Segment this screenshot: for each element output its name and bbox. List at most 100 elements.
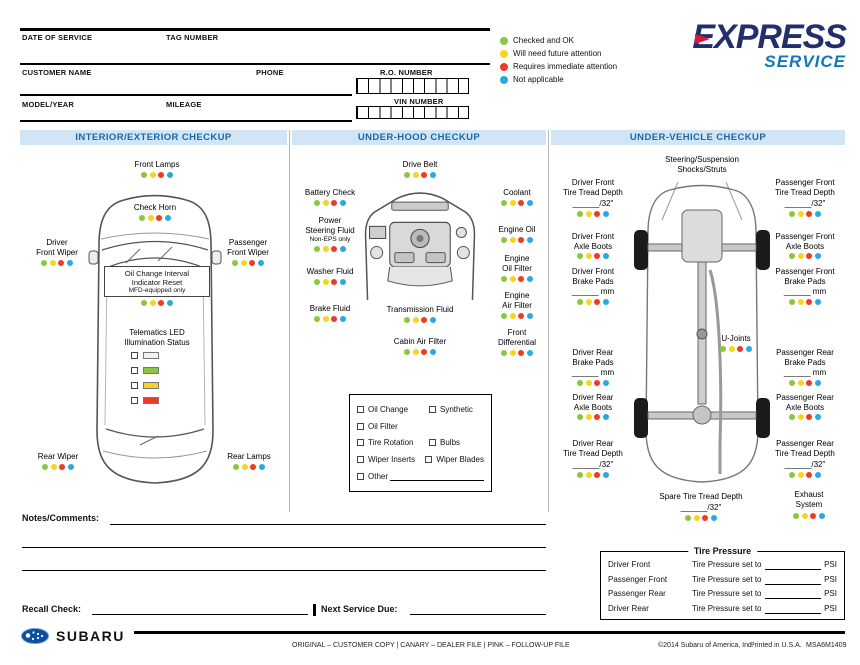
status-dot-immediate-attention[interactable] (331, 246, 338, 252)
status-dot-not-applicable[interactable] (745, 346, 752, 352)
status-dot-checked-ok[interactable] (233, 464, 240, 470)
status-dot-future-attention[interactable] (412, 349, 419, 355)
telematics-checkbox-2[interactable] (131, 367, 138, 374)
status-dot-future-attention[interactable] (147, 215, 154, 221)
status-dot-future-attention[interactable] (322, 200, 329, 206)
status-dot-checked-ok[interactable] (793, 513, 800, 519)
input-passenger-rear-brake[interactable]: ______ mm (783, 368, 827, 377)
status-dot-not-applicable[interactable] (602, 299, 609, 305)
input-passenger-rear-tread[interactable]: ______/32" (784, 460, 826, 469)
status-dot-immediate-attention[interactable] (518, 350, 525, 356)
status-dot-checked-ok[interactable] (789, 414, 796, 420)
status-dot-not-applicable[interactable] (818, 513, 825, 519)
status-dot-future-attention[interactable] (322, 316, 329, 322)
checkbox-other[interactable] (357, 473, 364, 481)
status-dot-future-attention[interactable] (322, 279, 329, 285)
status-dot-immediate-attention[interactable] (806, 472, 813, 478)
checkbox-bulbs[interactable] (429, 439, 436, 447)
checkbox-oil-filter[interactable] (357, 422, 364, 430)
status-dot-checked-ok[interactable] (577, 380, 584, 386)
status-dot-not-applicable[interactable] (66, 260, 73, 266)
status-dot-not-applicable[interactable] (526, 237, 533, 243)
status-dot-future-attention[interactable] (509, 200, 516, 206)
status-dot-checked-ok[interactable] (577, 472, 584, 478)
status-dot-future-attention[interactable] (585, 414, 592, 420)
ro-number-input-boxes[interactable] (356, 78, 469, 94)
status-dot-checked-ok[interactable] (577, 211, 584, 217)
status-dot-future-attention[interactable] (240, 260, 247, 266)
status-dot-checked-ok[interactable] (577, 299, 584, 305)
status-dot-future-attention[interactable] (797, 211, 804, 217)
status-dot-future-attention[interactable] (509, 350, 516, 356)
status-dot-checked-ok[interactable] (314, 246, 321, 252)
status-dot-checked-ok[interactable] (314, 279, 321, 285)
status-dot-future-attention[interactable] (322, 246, 329, 252)
tire-pressure-input-line[interactable] (764, 606, 822, 614)
status-dot-not-applicable[interactable] (257, 260, 264, 266)
status-dot-future-attention[interactable] (797, 253, 804, 259)
telematics-checkbox-3[interactable] (131, 382, 138, 389)
status-dot-checked-ok[interactable] (141, 172, 148, 178)
status-dot-future-attention[interactable] (412, 317, 419, 323)
status-dot-immediate-attention[interactable] (518, 313, 525, 319)
input-passenger-front-tread[interactable]: ______/32" (784, 199, 826, 208)
status-dot-immediate-attention[interactable] (331, 316, 338, 322)
status-dot-immediate-attention[interactable] (158, 300, 165, 306)
input-passenger-front-brake[interactable]: ______ mm (783, 287, 827, 296)
status-dot-checked-ok[interactable] (42, 464, 49, 470)
status-dot-not-applicable[interactable] (339, 246, 346, 252)
status-dot-future-attention[interactable] (585, 472, 592, 478)
status-dot-immediate-attention[interactable] (594, 253, 601, 259)
status-dot-immediate-attention[interactable] (806, 299, 813, 305)
status-dot-future-attention[interactable] (149, 300, 156, 306)
status-dot-future-attention[interactable] (797, 472, 804, 478)
status-dot-not-applicable[interactable] (166, 172, 173, 178)
status-dot-future-attention[interactable] (728, 346, 735, 352)
status-dot-checked-ok[interactable] (789, 299, 796, 305)
status-dot-not-applicable[interactable] (814, 380, 821, 386)
status-dot-not-applicable[interactable] (164, 215, 171, 221)
tire-pressure-input-line[interactable] (764, 577, 822, 585)
status-dot-future-attention[interactable] (797, 380, 804, 386)
recall-check-line[interactable] (92, 614, 308, 615)
status-dot-not-applicable[interactable] (258, 464, 265, 470)
other-input-line[interactable] (390, 472, 484, 482)
status-dot-checked-ok[interactable] (141, 300, 148, 306)
status-dot-checked-ok[interactable] (41, 260, 48, 266)
telematics-checkbox-1[interactable] (131, 352, 138, 359)
status-dot-immediate-attention[interactable] (331, 279, 338, 285)
status-dot-future-attention[interactable] (412, 172, 419, 178)
status-dot-immediate-attention[interactable] (59, 464, 66, 470)
input-driver-rear-tread[interactable]: ______/32" (572, 460, 614, 469)
status-dot-immediate-attention[interactable] (806, 211, 813, 217)
status-dot-immediate-attention[interactable] (331, 200, 338, 206)
status-dot-immediate-attention[interactable] (594, 299, 601, 305)
status-dot-immediate-attention[interactable] (156, 215, 163, 221)
status-dot-not-applicable[interactable] (429, 172, 436, 178)
status-dot-future-attention[interactable] (585, 211, 592, 217)
status-dot-not-applicable[interactable] (526, 200, 533, 206)
tire-pressure-input-line[interactable] (764, 591, 822, 600)
status-dot-immediate-attention[interactable] (594, 211, 601, 217)
status-dot-checked-ok[interactable] (789, 253, 796, 259)
status-dot-checked-ok[interactable] (789, 211, 796, 217)
status-dot-immediate-attention[interactable] (806, 253, 813, 259)
status-dot-not-applicable[interactable] (339, 200, 346, 206)
status-dot-checked-ok[interactable] (577, 414, 584, 420)
status-dot-not-applicable[interactable] (339, 279, 346, 285)
status-dot-not-applicable[interactable] (339, 316, 346, 322)
status-dot-checked-ok[interactable] (789, 472, 796, 478)
status-dot-not-applicable[interactable] (602, 414, 609, 420)
tire-pressure-input-line[interactable] (764, 562, 822, 570)
status-dot-future-attention[interactable] (509, 313, 516, 319)
status-dot-immediate-attention[interactable] (518, 200, 525, 206)
status-dot-immediate-attention[interactable] (421, 317, 428, 323)
status-dot-future-attention[interactable] (149, 172, 156, 178)
status-dot-checked-ok[interactable] (789, 380, 796, 386)
checkbox-oil-change[interactable] (357, 405, 364, 413)
status-dot-immediate-attention[interactable] (737, 346, 744, 352)
status-dot-not-applicable[interactable] (814, 253, 821, 259)
status-dot-not-applicable[interactable] (526, 313, 533, 319)
vin-number-input-boxes[interactable] (356, 106, 469, 119)
status-dot-future-attention[interactable] (797, 414, 804, 420)
